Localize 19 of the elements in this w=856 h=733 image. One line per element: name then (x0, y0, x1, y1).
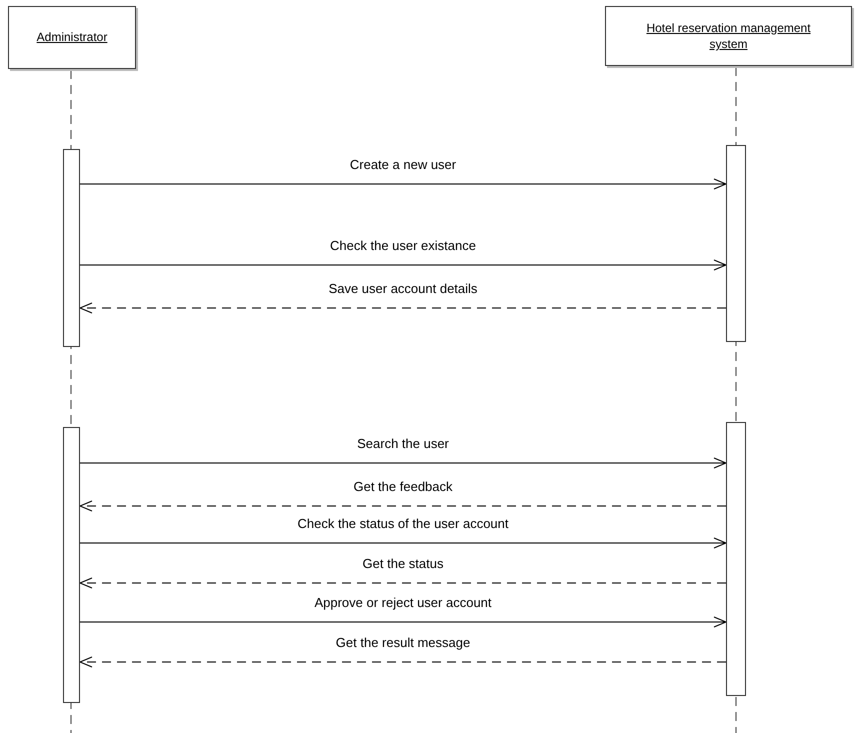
return-message-arrow (80, 656, 726, 668)
activation-bar (63, 427, 80, 703)
return-message-arrow (80, 302, 726, 314)
message-label: Get the result message (334, 635, 472, 651)
lifeline-header-box (8, 6, 136, 69)
message-arrow (80, 616, 726, 628)
message-arrow (80, 260, 726, 270)
activation-bar (726, 145, 746, 342)
message-label: Approve or reject user account (312, 595, 494, 611)
participant-name: Hotel reservation management system (645, 20, 812, 52)
activation-bar (726, 422, 746, 696)
return-message-arrow (80, 500, 726, 512)
message-arrow (80, 538, 726, 548)
message-arrow (80, 178, 726, 190)
lifeline-header-box (605, 6, 852, 66)
return-message-arrow (80, 578, 726, 588)
participant-name: Administrator (36, 29, 108, 46)
message-arrow (80, 458, 726, 468)
activation-bar (63, 149, 80, 347)
